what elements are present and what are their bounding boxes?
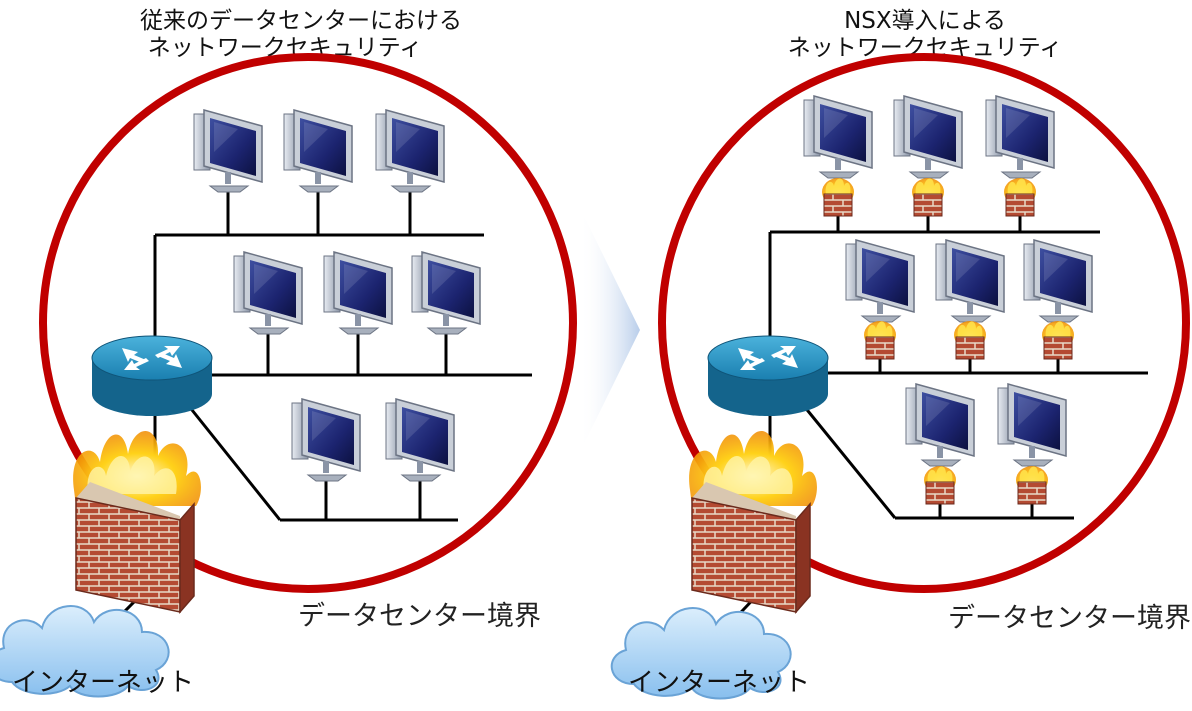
left-title-line1: 従来のデータセンターにおける bbox=[140, 8, 462, 34]
left-network-lines bbox=[106, 188, 532, 630]
right-server-1 bbox=[803, 95, 873, 179]
right-internet-label: インターネット bbox=[628, 668, 811, 698]
right-router-icon bbox=[707, 335, 829, 417]
transition-arrow bbox=[580, 208, 640, 452]
left-server-7 bbox=[291, 398, 361, 482]
right-distributed-firewall-icon-4 bbox=[863, 320, 897, 360]
left-server-8 bbox=[385, 398, 455, 482]
left-server-2 bbox=[283, 109, 353, 193]
left-boundary-label: データセンター境界 bbox=[298, 601, 541, 632]
right-server-7 bbox=[905, 383, 975, 467]
left-server-6 bbox=[411, 251, 481, 335]
right-diagram bbox=[610, 53, 1190, 700]
left-server-4 bbox=[233, 251, 303, 335]
right-title: NSX導入による ネットワークセキュリティ bbox=[780, 8, 1070, 62]
right-server-6 bbox=[1023, 239, 1093, 323]
right-perimeter-firewall-icon bbox=[688, 430, 818, 613]
right-title-line1: NSX導入による bbox=[844, 8, 1006, 34]
right-server-3 bbox=[985, 95, 1055, 179]
right-server-8 bbox=[997, 383, 1067, 467]
left-internet-label: インターネット bbox=[12, 668, 195, 698]
left-title: 従来のデータセンターにおける ネットワークセキュリティ bbox=[140, 8, 462, 62]
left-router-icon bbox=[91, 335, 213, 417]
right-distributed-firewall-icon-6 bbox=[1041, 320, 1075, 360]
right-server-4 bbox=[845, 239, 915, 323]
left-server-3 bbox=[375, 109, 445, 193]
right-distributed-firewall-icon-5 bbox=[953, 320, 987, 360]
right-distributed-firewall-icon-2 bbox=[911, 177, 945, 217]
right-distributed-firewall-icon-3 bbox=[1003, 177, 1037, 217]
right-boundary-label: データセンター境界 bbox=[948, 603, 1191, 634]
right-distributed-firewall-icon-8 bbox=[1015, 465, 1049, 505]
right-server-5 bbox=[935, 239, 1005, 323]
left-server-1 bbox=[193, 109, 263, 193]
left-datacenter-boundary bbox=[39, 53, 577, 593]
left-server-5 bbox=[323, 251, 393, 335]
right-distributed-firewall-icon-7 bbox=[923, 465, 957, 505]
left-perimeter-firewall-icon bbox=[72, 430, 202, 613]
left-diagram bbox=[0, 53, 577, 698]
right-distributed-firewall-icon-1 bbox=[821, 177, 855, 217]
right-datacenter-boundary bbox=[658, 53, 1190, 593]
right-server-2 bbox=[893, 95, 963, 179]
